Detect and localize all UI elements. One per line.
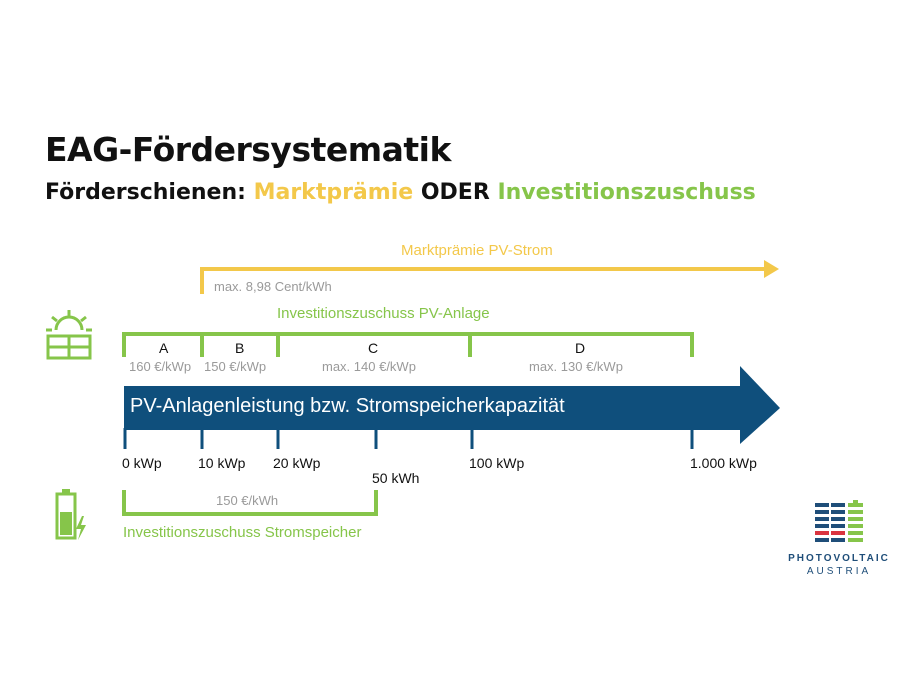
category-d-rate: max. 130 €/kWp	[529, 359, 623, 374]
subtitle: Förderschienen: Marktprämie ODER Investi…	[45, 180, 756, 205]
category-a-rate: 160 €/kWp	[129, 359, 192, 374]
tick-label-10kwp: 10 kWp	[198, 455, 246, 471]
tick-label-0kwp: 0 kWp	[122, 455, 162, 471]
subtitle-marktpraemie: Marktprämie	[253, 180, 414, 205]
tick-label-100kwp: 100 kWp	[469, 455, 525, 471]
tick-label-50kwh: 50 kWh	[372, 470, 420, 486]
marktpraemie-label: Marktprämie PV-Strom	[401, 242, 553, 259]
investition-pv-label: Investitionszuschuss PV-Anlage	[277, 305, 490, 322]
logo-icon	[815, 500, 863, 545]
investition-pv-bracket	[122, 332, 694, 357]
category-d-label: D	[575, 340, 586, 356]
page-title: EAG-Fördersystematik	[45, 130, 451, 169]
main-axis-label: PV-Anlagenleistung bzw. Stromspeicherkap…	[130, 395, 565, 417]
logo-text-line2: AUSTRIA	[806, 566, 872, 577]
category-c-label: C	[368, 340, 379, 356]
investition-speicher-bracket	[122, 490, 378, 516]
category-c-rate: max. 140 €/kWp	[322, 359, 416, 374]
logo-text-line1: PHOTOVOLTAIC	[788, 553, 890, 564]
subtitle-connector: ODER	[420, 180, 490, 205]
tick-label-20kwp: 20 kWp	[273, 455, 321, 471]
category-a-label: A	[159, 340, 169, 356]
subtitle-investition: Investitionszuschuss	[497, 180, 756, 205]
category-b-label: B	[235, 340, 245, 356]
marktpraemie-arrow	[200, 260, 779, 294]
tick-label-1000kwp: 1.000 kWp	[690, 455, 757, 471]
main-axis-arrow	[124, 366, 780, 444]
category-b-rate: 150 €/kWp	[204, 359, 267, 374]
axis-ticks	[123, 428, 694, 449]
solar-panel-icon	[46, 310, 92, 360]
subtitle-prefix: Förderschienen:	[45, 180, 246, 205]
marktpraemie-max: max. 8,98 Cent/kWh	[214, 279, 332, 294]
battery-charging-icon	[55, 489, 86, 540]
investition-speicher-label: Investitionszuschuss Stromspeicher	[123, 524, 362, 541]
speicher-rate: 150 €/kWh	[216, 493, 279, 508]
